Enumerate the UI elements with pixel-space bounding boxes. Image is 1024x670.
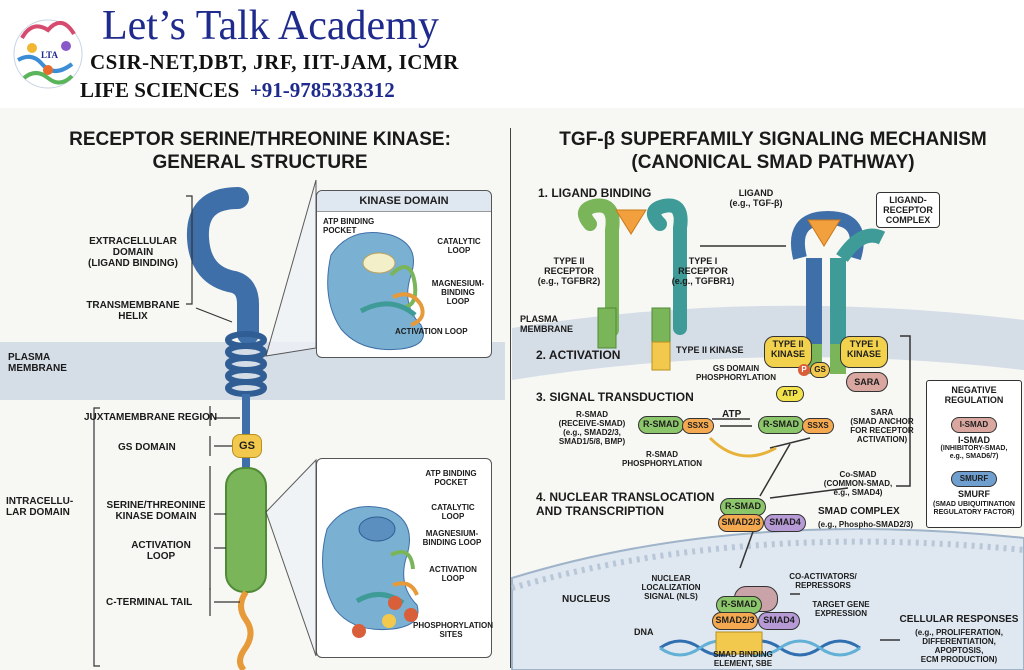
logo: LTA: [13, 19, 83, 89]
inset-catalytic-label: CATALYTIC LOOP: [437, 237, 481, 255]
ssxs-chip: SSXS: [682, 418, 714, 434]
ligand-shape: [615, 209, 647, 235]
rsmad-phos-label: R-SMAD PHOSPHORYLATION: [621, 450, 702, 468]
ligand-receptor-complex: [790, 210, 886, 374]
brand-line2: LIFE SCIENCES +91-9785333312: [80, 78, 395, 102]
complex-smad23: SMAD2/3: [718, 514, 764, 532]
nuclear-smad4: SMAD4: [758, 612, 800, 630]
type1-kinase-pill: TYPE I KINASE: [840, 336, 888, 368]
sara-desc: SARA (SMAD ANCHOR FOR RECEPTOR ACTIVATIO…: [850, 408, 914, 444]
transmembrane-label: TRANSMEMBRANE HELIX: [86, 300, 180, 322]
right-panel-title: TGF-β SUPERFAMILY SIGNALING MECHANISM (C…: [559, 129, 987, 173]
header: LTA Let’s Talk Academy CSIR-NET,DBT, JRF…: [0, 0, 1024, 108]
kinase-domain: [225, 467, 267, 593]
type1-receptor-label: TYPE I RECEPTOR (e.g., TGFBR1): [671, 256, 735, 286]
cellular-desc: (e.g., PROLIFERATION, DIFFERENTIATION, A…: [915, 628, 1003, 664]
svg-text:LTA: LTA: [41, 50, 59, 60]
right-plasma-membrane-label: PLASMA MEMBRANE: [520, 314, 573, 334]
complex-label: LIGAND- RECEPTOR COMPLEX: [876, 192, 940, 228]
negative-regulation-box: NEGATIVE REGULATION I-SMAD I-SMAD (INHIB…: [926, 380, 1022, 528]
left-panel-title: RECEPTOR SERINE/THREONINE KINASE: GENERA…: [69, 129, 451, 173]
inset2-mg-label: MAGNESIUM- BINDING LOOP: [422, 529, 482, 547]
complex-smad4: SMAD4: [764, 514, 806, 532]
neg-title: NEGATIVE REGULATION: [944, 385, 1004, 405]
inset-mg-label: MAGNESIUM- BINDING LOOP: [431, 279, 485, 306]
step1-label: 1. LIGAND BINDING: [538, 186, 652, 200]
extracellular-domain: [186, 187, 259, 345]
target-gene-label: TARGET GENE EXPRESSION: [812, 600, 870, 618]
ssxs-chip-2: SSXS: [802, 418, 834, 434]
atp-label: ATP: [722, 409, 742, 420]
inset-title: KINASE DOMAIN: [317, 191, 491, 212]
kinase-detail-inset: ATP BINDING POCKET CATALYTIC LOOP MAGNES…: [316, 458, 494, 658]
ismad-desc: (INHIBITORY-SMAD, e.g., SMAD6/7): [940, 445, 1008, 460]
coactivators-label: CO-ACTIVATORS/ REPRESSORS: [789, 572, 857, 590]
left-plasma-membrane-label: PLASMA MEMBRANE: [8, 352, 67, 374]
smad-complex-label: SMAD COMPLEX: [818, 506, 900, 517]
diagram-canvas: /* placeholder */: [0, 179, 1024, 670]
gs-phos-label: GS DOMAIN PHOSPHORYLATION: [695, 364, 776, 382]
inset2-catalytic-label: CATALYTIC LOOP: [431, 503, 475, 521]
ismad-label: I-SMAD: [958, 435, 990, 445]
step4-label: 4. NUCLEAR TRANSLOCATION AND TRANSCRIPTI…: [536, 490, 715, 518]
brand-phone: +91-9785333312: [249, 78, 395, 102]
sbe-label: SMAD BINDING ELEMENT, SBE: [713, 650, 773, 668]
sara-chip: SARA: [846, 372, 888, 392]
sbe-box: [715, 631, 763, 655]
inset-atp-label: ATP BINDING POCKET: [323, 217, 375, 235]
rsmad-chip-2: R-SMAD: [758, 416, 804, 434]
nuclear-smad23: SMAD2/3: [712, 612, 758, 630]
cellular-label: CELLULAR RESPONSES: [899, 614, 1019, 625]
brand-subtitle: CSIR-NET,DBT, JRF, IIT-JAM, ICMR: [90, 50, 459, 74]
c-terminal-tail: [237, 590, 254, 670]
cosmad-label: Co-SMAD (COMMON-SMAD, e.g., SMAD4): [823, 470, 893, 497]
c-terminal-label: C-TERMINAL TAIL: [106, 597, 193, 608]
step3-label: 3. SIGNAL TRANSDUCTION: [536, 390, 694, 404]
inset-activation-label: ACTIVATION LOOP: [395, 327, 468, 336]
intracellular-label: INTRACELLU- LAR DOMAIN: [6, 496, 74, 518]
rsmad-chip: R-SMAD: [638, 416, 684, 434]
step2-label: 2. ACTIVATION: [536, 348, 621, 362]
smurf-label: SMURF: [958, 489, 990, 499]
type1-receptor-left: [647, 198, 688, 371]
panel-divider: [510, 128, 511, 668]
smurf-desc: (SMAD UBIQUITINATION REGULATORY FACTOR): [933, 501, 1015, 516]
activation-loop-label: ACTIVATION LOOP: [131, 540, 191, 562]
gs-chip: GS: [810, 362, 830, 378]
ismad-chip: I-SMAD: [951, 417, 997, 433]
inset2-atp-label: ATP BINDING POCKET: [425, 469, 477, 487]
rsmad-desc: R-SMAD (RECEIVE-SMAD) (e.g., SMAD2/3, SM…: [558, 410, 626, 446]
extracellular-label: EXTRACELLULAR DOMAIN (LIGAND BINDING): [88, 236, 178, 269]
juxtamembrane-label: JUXTAMEMBRANE REGION: [84, 412, 218, 423]
smurf-chip: SMURF: [951, 471, 997, 487]
p-badge-gs: P: [798, 364, 810, 376]
atp-chip-top: ATP: [776, 386, 804, 402]
type2-receptor-left: [577, 198, 620, 349]
type2-kinase-label: TYPE II KINASE: [676, 345, 744, 355]
inset2-phos-label: PHOSPHORYLATION SITES: [413, 621, 494, 639]
nls-label: NUCLEAR LOCALIZATION SIGNAL (NLS): [641, 574, 701, 601]
gs-badge: GS: [232, 434, 262, 458]
inset2-activation-label: ACTIVATION LOOP: [429, 565, 477, 583]
ligand-label: LIGAND (e.g., TGF-β): [729, 188, 783, 208]
brand-title: Let’s Talk Academy: [102, 3, 439, 49]
nucleus-label: NUCLEUS: [562, 594, 611, 605]
type2-receptor-label: TYPE II RECEPTOR (e.g., TGFBR2): [537, 256, 601, 286]
smad-complex-eg: (e.g., Phospho-SMAD2/3): [818, 520, 914, 529]
dna-label: DNA: [634, 627, 654, 637]
kinase-domain-inset: KINASE DOMAIN ATP BINDING POCKET CATALYT…: [316, 190, 492, 358]
gs-domain-label: GS DOMAIN: [118, 442, 176, 453]
kinase-domain-label: SERINE/THREONINE KINASE DOMAIN: [106, 500, 206, 522]
type2-kinase-pill: TYPE II KINASE: [764, 336, 812, 368]
